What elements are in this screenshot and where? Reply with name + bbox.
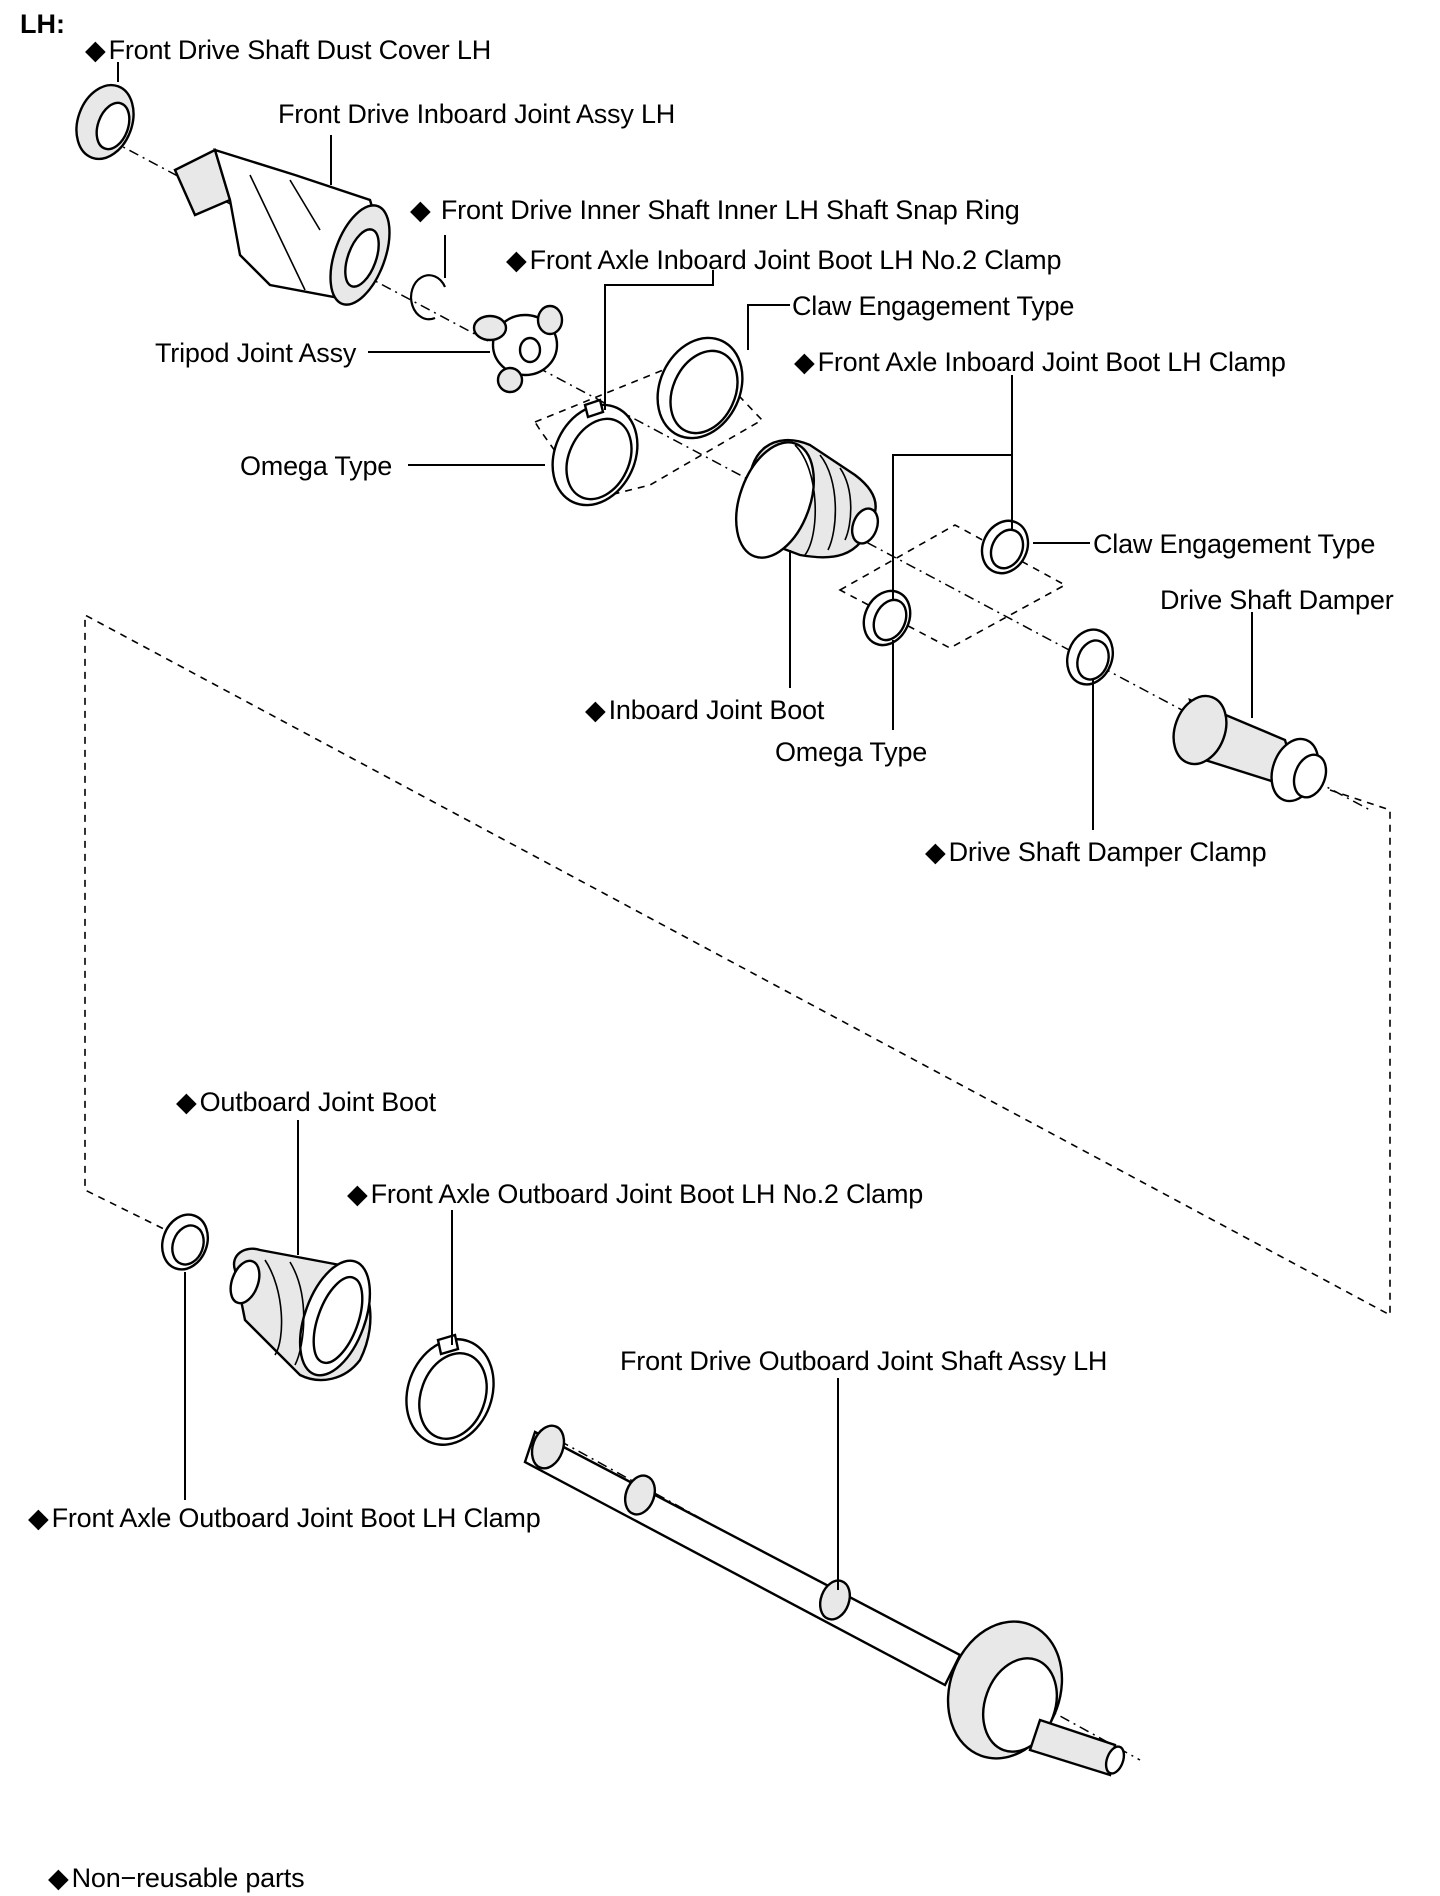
inboard-joint-assy-part xyxy=(173,148,391,306)
label-damper-clamp: ◆Drive Shaft Damper Clamp xyxy=(925,836,1267,868)
label-text: Front Axle Inboard Joint Boot LH No.2 Cl… xyxy=(529,245,1062,275)
label-outboard-boot: ◆Outboard Joint Boot xyxy=(176,1086,436,1118)
tripod-joint-part xyxy=(472,304,564,394)
dust-cover-part xyxy=(75,83,135,161)
non-reusable-marker-icon: ◆ xyxy=(925,837,946,867)
non-reusable-marker-icon: ◆ xyxy=(585,695,606,725)
label-tripod-joint: Tripod Joint Assy xyxy=(155,337,356,369)
legend-non-reusable: ◆Non−reusable parts xyxy=(48,1862,305,1894)
label-outboard-clamp: ◆Front Axle Outboard Joint Boot LH Clamp xyxy=(28,1502,541,1534)
label-snap-ring: ◆ Front Drive Inner Shaft Inner LH Shaft… xyxy=(410,194,1020,226)
legend-text: Non−reusable parts xyxy=(71,1863,305,1893)
inboard-clamp-claw-part xyxy=(980,519,1030,575)
non-reusable-marker-icon: ◆ xyxy=(28,1503,49,1533)
inboard-clamp-omega-part xyxy=(862,589,912,647)
outboard-clamp-part xyxy=(161,1213,209,1271)
label-text: Claw Engagement Type xyxy=(792,291,1075,321)
label-text: Inboard Joint Boot xyxy=(608,695,825,725)
outboard-no2-clamp-part xyxy=(405,1333,495,1446)
label-text: Front Drive Inner Shaft Inner LH Shaft S… xyxy=(440,195,1020,225)
inboard-clamp-type-box xyxy=(838,524,1067,649)
label-text: Drive Shaft Damper Clamp xyxy=(948,837,1267,867)
leader-lines xyxy=(117,62,1253,1590)
outboard-shaft-part xyxy=(523,1424,1126,1777)
inboard-no2-clamp-omega-part xyxy=(551,398,639,507)
damper-clamp-part xyxy=(1066,628,1114,686)
outboard-boot-part xyxy=(229,1247,372,1382)
label-text: Drive Shaft Damper xyxy=(1160,585,1394,615)
non-reusable-marker-icon: ◆ xyxy=(347,1179,368,1209)
non-reusable-marker-icon: ◆ xyxy=(410,195,431,225)
label-inboard-boot: ◆Inboard Joint Boot xyxy=(585,694,824,726)
label-text: Tripod Joint Assy xyxy=(155,338,357,368)
inboard-no2-clamp-claw-part xyxy=(656,336,744,440)
label-claw-type-1: Claw Engagement Type xyxy=(792,290,1074,322)
label-dust-cover: ◆Front Drive Shaft Dust Cover LH xyxy=(85,34,491,66)
label-text: Front Drive Shaft Dust Cover LH xyxy=(108,35,492,65)
non-reusable-marker-icon: ◆ xyxy=(85,35,106,65)
label-text: Front Axle Outboard Joint Boot LH Clamp xyxy=(51,1503,541,1533)
label-omega-type-2: Omega Type xyxy=(775,736,927,768)
non-reusable-marker-icon: ◆ xyxy=(506,245,527,275)
non-reusable-marker-icon: ◆ xyxy=(794,347,815,377)
snap-ring-part xyxy=(409,274,447,321)
label-text: Outboard Joint Boot xyxy=(199,1087,437,1117)
label-claw-type-2: Claw Engagement Type xyxy=(1093,528,1375,560)
label-text: Front Drive Inboard Joint Assy LH xyxy=(278,99,676,129)
label-outboard-no2-clamp: ◆Front Axle Outboard Joint Boot LH No.2 … xyxy=(347,1178,923,1210)
label-inboard-joint-assy: Front Drive Inboard Joint Assy LH xyxy=(278,98,675,130)
label-inboard-no2-clamp: ◆Front Axle Inboard Joint Boot LH No.2 C… xyxy=(506,244,1061,276)
non-reusable-marker-icon: ◆ xyxy=(176,1087,197,1117)
label-outboard-shaft: Front Drive Outboard Joint Shaft Assy LH xyxy=(620,1345,1107,1377)
label-text: Omega Type xyxy=(775,737,928,767)
label-text: Front Axle Outboard Joint Boot LH No.2 C… xyxy=(370,1179,924,1209)
label-text: Omega Type xyxy=(240,451,393,481)
label-text: Front Axle Inboard Joint Boot LH Clamp xyxy=(817,347,1286,377)
label-text: Claw Engagement Type xyxy=(1093,529,1376,559)
label-inboard-clamp: ◆Front Axle Inboard Joint Boot LH Clamp xyxy=(794,346,1286,378)
inboard-boot-part xyxy=(735,439,880,559)
drive-shaft-damper-part xyxy=(1172,694,1328,803)
label-text: Front Drive Outboard Joint Shaft Assy LH xyxy=(620,1346,1108,1376)
label-drive-shaft-damper: Drive Shaft Damper xyxy=(1160,584,1394,616)
label-omega-type-1: Omega Type xyxy=(240,450,392,482)
diagram-header: LH: xyxy=(20,9,65,39)
non-reusable-marker-icon: ◆ xyxy=(48,1863,69,1893)
